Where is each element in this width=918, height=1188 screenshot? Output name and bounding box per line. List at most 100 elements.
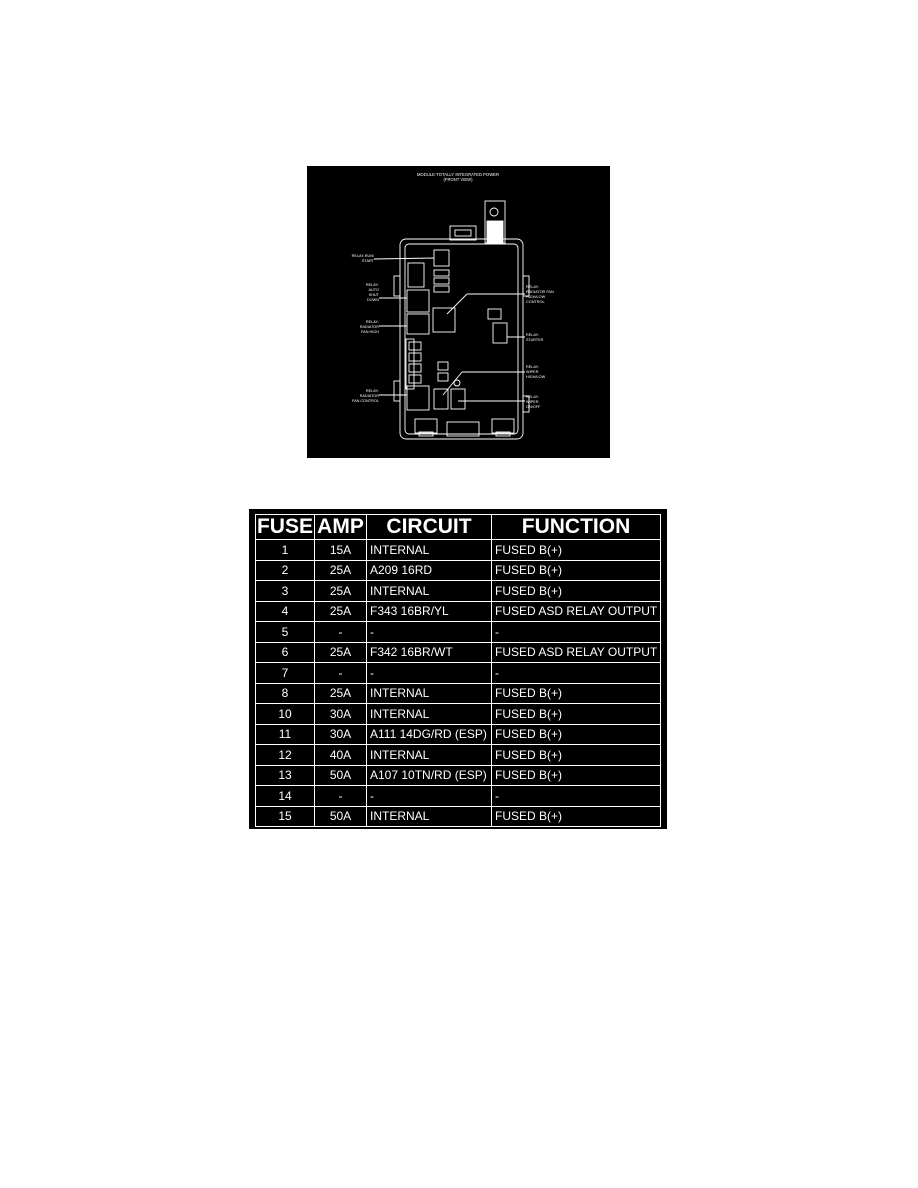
relay-fan-control-box	[406, 385, 430, 411]
label-relay-wiper-onoff-3: ON/OFF	[526, 405, 541, 409]
fuse-function: FUSED B(+)	[491, 539, 661, 561]
housing	[373, 200, 530, 440]
fuse-circuit: INTERNAL	[366, 580, 492, 602]
fuse-amp: 25A	[314, 682, 367, 704]
fuse-circuit: -	[366, 621, 492, 643]
label-relay-run-start-1: RELAY-RUN/	[352, 254, 375, 258]
fuse-amp: -	[314, 662, 367, 684]
fuse-number: 15	[255, 805, 315, 827]
label-relay-fan-control-3: FAN CONTROL	[352, 399, 379, 403]
fuse-number: 1	[255, 539, 315, 561]
bottom-connector	[446, 421, 480, 437]
header-circuit: CIRCUIT	[366, 514, 492, 540]
fuse-function: FUSED B(+)	[491, 559, 661, 581]
fuse-amp: 30A	[314, 723, 367, 745]
fuse-circuit: INTERNAL	[366, 805, 492, 827]
fuse-function: FUSED ASD RELAY OUTPUT	[491, 600, 661, 622]
relay-asd-box	[406, 289, 430, 313]
diagram-title-line2: (FRONT VIEW)	[444, 177, 474, 182]
fuse-circuit: INTERNAL	[366, 682, 492, 704]
fuse-function: FUSED B(+)	[491, 723, 661, 745]
relay-wiper-hilo-box	[433, 388, 449, 410]
label-relay-fan-hilo-4: CONTROL	[526, 300, 545, 304]
relay-run-start-box	[433, 249, 450, 267]
label-relay-asd-4: DOWN	[367, 298, 379, 302]
fuse-number: 13	[255, 764, 315, 786]
label-relay-asd-2: AUTO	[369, 288, 380, 292]
fuse-circuit: INTERNAL	[366, 744, 492, 766]
fuse-function: -	[491, 621, 661, 643]
relay-fan-high-box	[406, 313, 430, 335]
fuse-circuit: A107 10TN/RD (ESP)	[366, 764, 492, 786]
fuse-box-diagram: MODULE-TOTALLY INTEGRATED POWER (FRONT V…	[307, 166, 610, 458]
fuse-circuit: A209 16RD	[366, 559, 492, 581]
fuse-circuit: INTERNAL	[366, 703, 492, 725]
right-labels: RELAY- RADIATOR FAN HIGH/LOW CONTROL REL…	[526, 285, 554, 409]
label-relay-asd-1: RELAY-	[366, 283, 380, 287]
fuse-number: 6	[255, 641, 315, 663]
label-relay-fan-control-2: RADIATOR	[360, 394, 380, 398]
fuse-number: 14	[255, 785, 315, 807]
fuse-function: FUSED ASD RELAY OUTPUT	[491, 641, 661, 663]
fuse-number: 4	[255, 600, 315, 622]
fuse-table-header-row: FUSE AMP CIRCUIT FUNCTION	[255, 514, 661, 540]
label-relay-asd-3: SHUT	[369, 293, 380, 297]
table-row: 5---	[255, 621, 661, 643]
relay-fan-hilo-box	[432, 307, 456, 333]
fuse-amp: -	[314, 621, 367, 643]
header-amp: AMP	[314, 514, 367, 540]
fuse-function: FUSED B(+)	[491, 744, 661, 766]
fuse-function: FUSED B(+)	[491, 682, 661, 704]
fuse-circuit: INTERNAL	[366, 539, 492, 561]
label-relay-wiper-onoff-2: WIPER	[526, 400, 539, 404]
fuse-circuit: A111 14DG/RD (ESP)	[366, 723, 492, 745]
label-relay-fan-high-2: RADIATOR	[360, 325, 380, 329]
fuse-amp: -	[314, 785, 367, 807]
housing-outline	[399, 238, 524, 440]
fuse-number: 3	[255, 580, 315, 602]
label-relay-fan-control-1: RELAY-	[366, 389, 380, 393]
label-relay-fan-hilo-1: RELAY-	[526, 285, 540, 289]
label-relay-wiper-onoff-1: RELAY-	[526, 395, 540, 399]
relay-starter-box	[492, 322, 508, 344]
fuse-function: -	[491, 662, 661, 684]
label-relay-wiper-hilo-2: WIPER	[526, 370, 539, 374]
label-relay-wiper-hilo-1: RELAY-	[526, 365, 540, 369]
label-relay-wiper-hilo-3: HIGH/LOW	[526, 375, 546, 379]
label-relay-starter-1: RELAY-	[526, 333, 540, 337]
fuse-amp: 25A	[314, 580, 367, 602]
fuse-function: -	[491, 785, 661, 807]
label-relay-fan-high-1: RELAY-	[366, 320, 380, 324]
fuse-amp: 50A	[314, 764, 367, 786]
fuse-amp: 25A	[314, 600, 367, 622]
fuse-circuit: -	[366, 785, 492, 807]
top-connector	[449, 225, 477, 241]
header-fuse: FUSE	[255, 514, 315, 540]
fuse-amp: 50A	[314, 805, 367, 827]
fuse-number: 5	[255, 621, 315, 643]
fuse-function: FUSED B(+)	[491, 764, 661, 786]
fuse-amp: 40A	[314, 744, 367, 766]
fuse-number: 12	[255, 744, 315, 766]
fuse-circuit: F343 16BR/YL	[366, 600, 492, 622]
label-relay-fan-high-3: FAN HIGH	[361, 330, 379, 334]
fuse-number: 8	[255, 682, 315, 704]
table-row: 7---	[255, 662, 661, 684]
diagram-title-line1: MODULE-TOTALLY INTEGRATED POWER	[417, 172, 499, 177]
fuse-amp: 25A	[314, 559, 367, 581]
fuse-number: 11	[255, 723, 315, 745]
header-function: FUNCTION	[491, 514, 661, 540]
